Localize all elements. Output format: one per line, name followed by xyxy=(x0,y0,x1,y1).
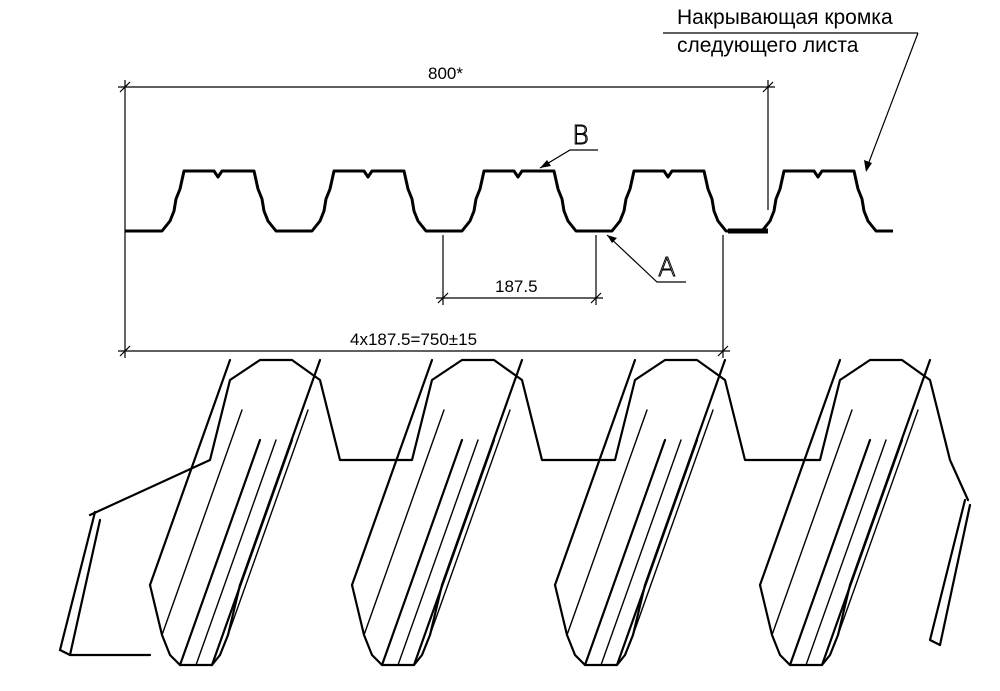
marker-b-label: B xyxy=(572,121,589,151)
pitch-label: 187.5 xyxy=(495,277,538,296)
dimension-overall-width: 800* xyxy=(118,64,775,235)
iso-groove-3 xyxy=(600,439,682,666)
iso-stiffener-right-4 xyxy=(837,409,919,636)
iso-stiffener-left-3 xyxy=(566,409,648,636)
overlap-edge-note: Накрывающая кромка следующего листа xyxy=(663,6,919,172)
cross-section-profile xyxy=(125,169,893,234)
iso-groove-1 xyxy=(195,439,277,666)
iso-stiffener-right-3 xyxy=(632,409,714,636)
iso-web-edge-right-2 xyxy=(440,358,524,587)
iso-rib-edge-a-2 xyxy=(380,438,464,667)
iso-back-profile xyxy=(88,358,970,517)
iso-groove-4 xyxy=(805,439,887,666)
iso-stiffener-left-1 xyxy=(161,409,243,636)
note-line-1: Накрывающая кромка xyxy=(677,6,893,29)
iso-stiffener-right-2 xyxy=(429,409,511,636)
overall-width-label: 800* xyxy=(428,64,463,83)
iso-stiffener-right-1 xyxy=(227,409,309,636)
isometric-sheet-view xyxy=(58,358,972,667)
iso-web-edge-right-4 xyxy=(848,358,932,587)
iso-web-edge-left-3 xyxy=(553,358,637,587)
iso-web-edge-right-3 xyxy=(643,358,727,587)
dimension-total-pitch: 4x187.5=750±15 xyxy=(118,235,730,358)
iso-rib-edge-a-4 xyxy=(788,438,872,667)
total-pitch-label: 4x187.5=750±15 xyxy=(350,330,477,349)
iso-rib-edge-a-1 xyxy=(178,438,262,667)
iso-web-edge-left-1 xyxy=(148,358,232,587)
note-line-2: следующего листа xyxy=(677,34,859,57)
marker-a: A xyxy=(606,234,686,284)
marker-a-label: A xyxy=(658,253,676,283)
profile-line xyxy=(125,169,893,233)
iso-web-edge-left-4 xyxy=(758,358,842,587)
iso-web-edge-left-2 xyxy=(350,358,434,587)
dimension-pitch: 187.5 xyxy=(436,235,603,305)
iso-right-edge xyxy=(928,498,972,647)
iso-groove-2 xyxy=(397,439,479,666)
iso-stiffener-left-2 xyxy=(363,409,445,636)
iso-stiffener-left-4 xyxy=(771,409,853,636)
iso-left-edge xyxy=(58,510,102,657)
iso-rib-edge-a-3 xyxy=(583,438,667,667)
marker-b: B xyxy=(539,121,598,169)
iso-web-edge-right-1 xyxy=(238,358,322,587)
